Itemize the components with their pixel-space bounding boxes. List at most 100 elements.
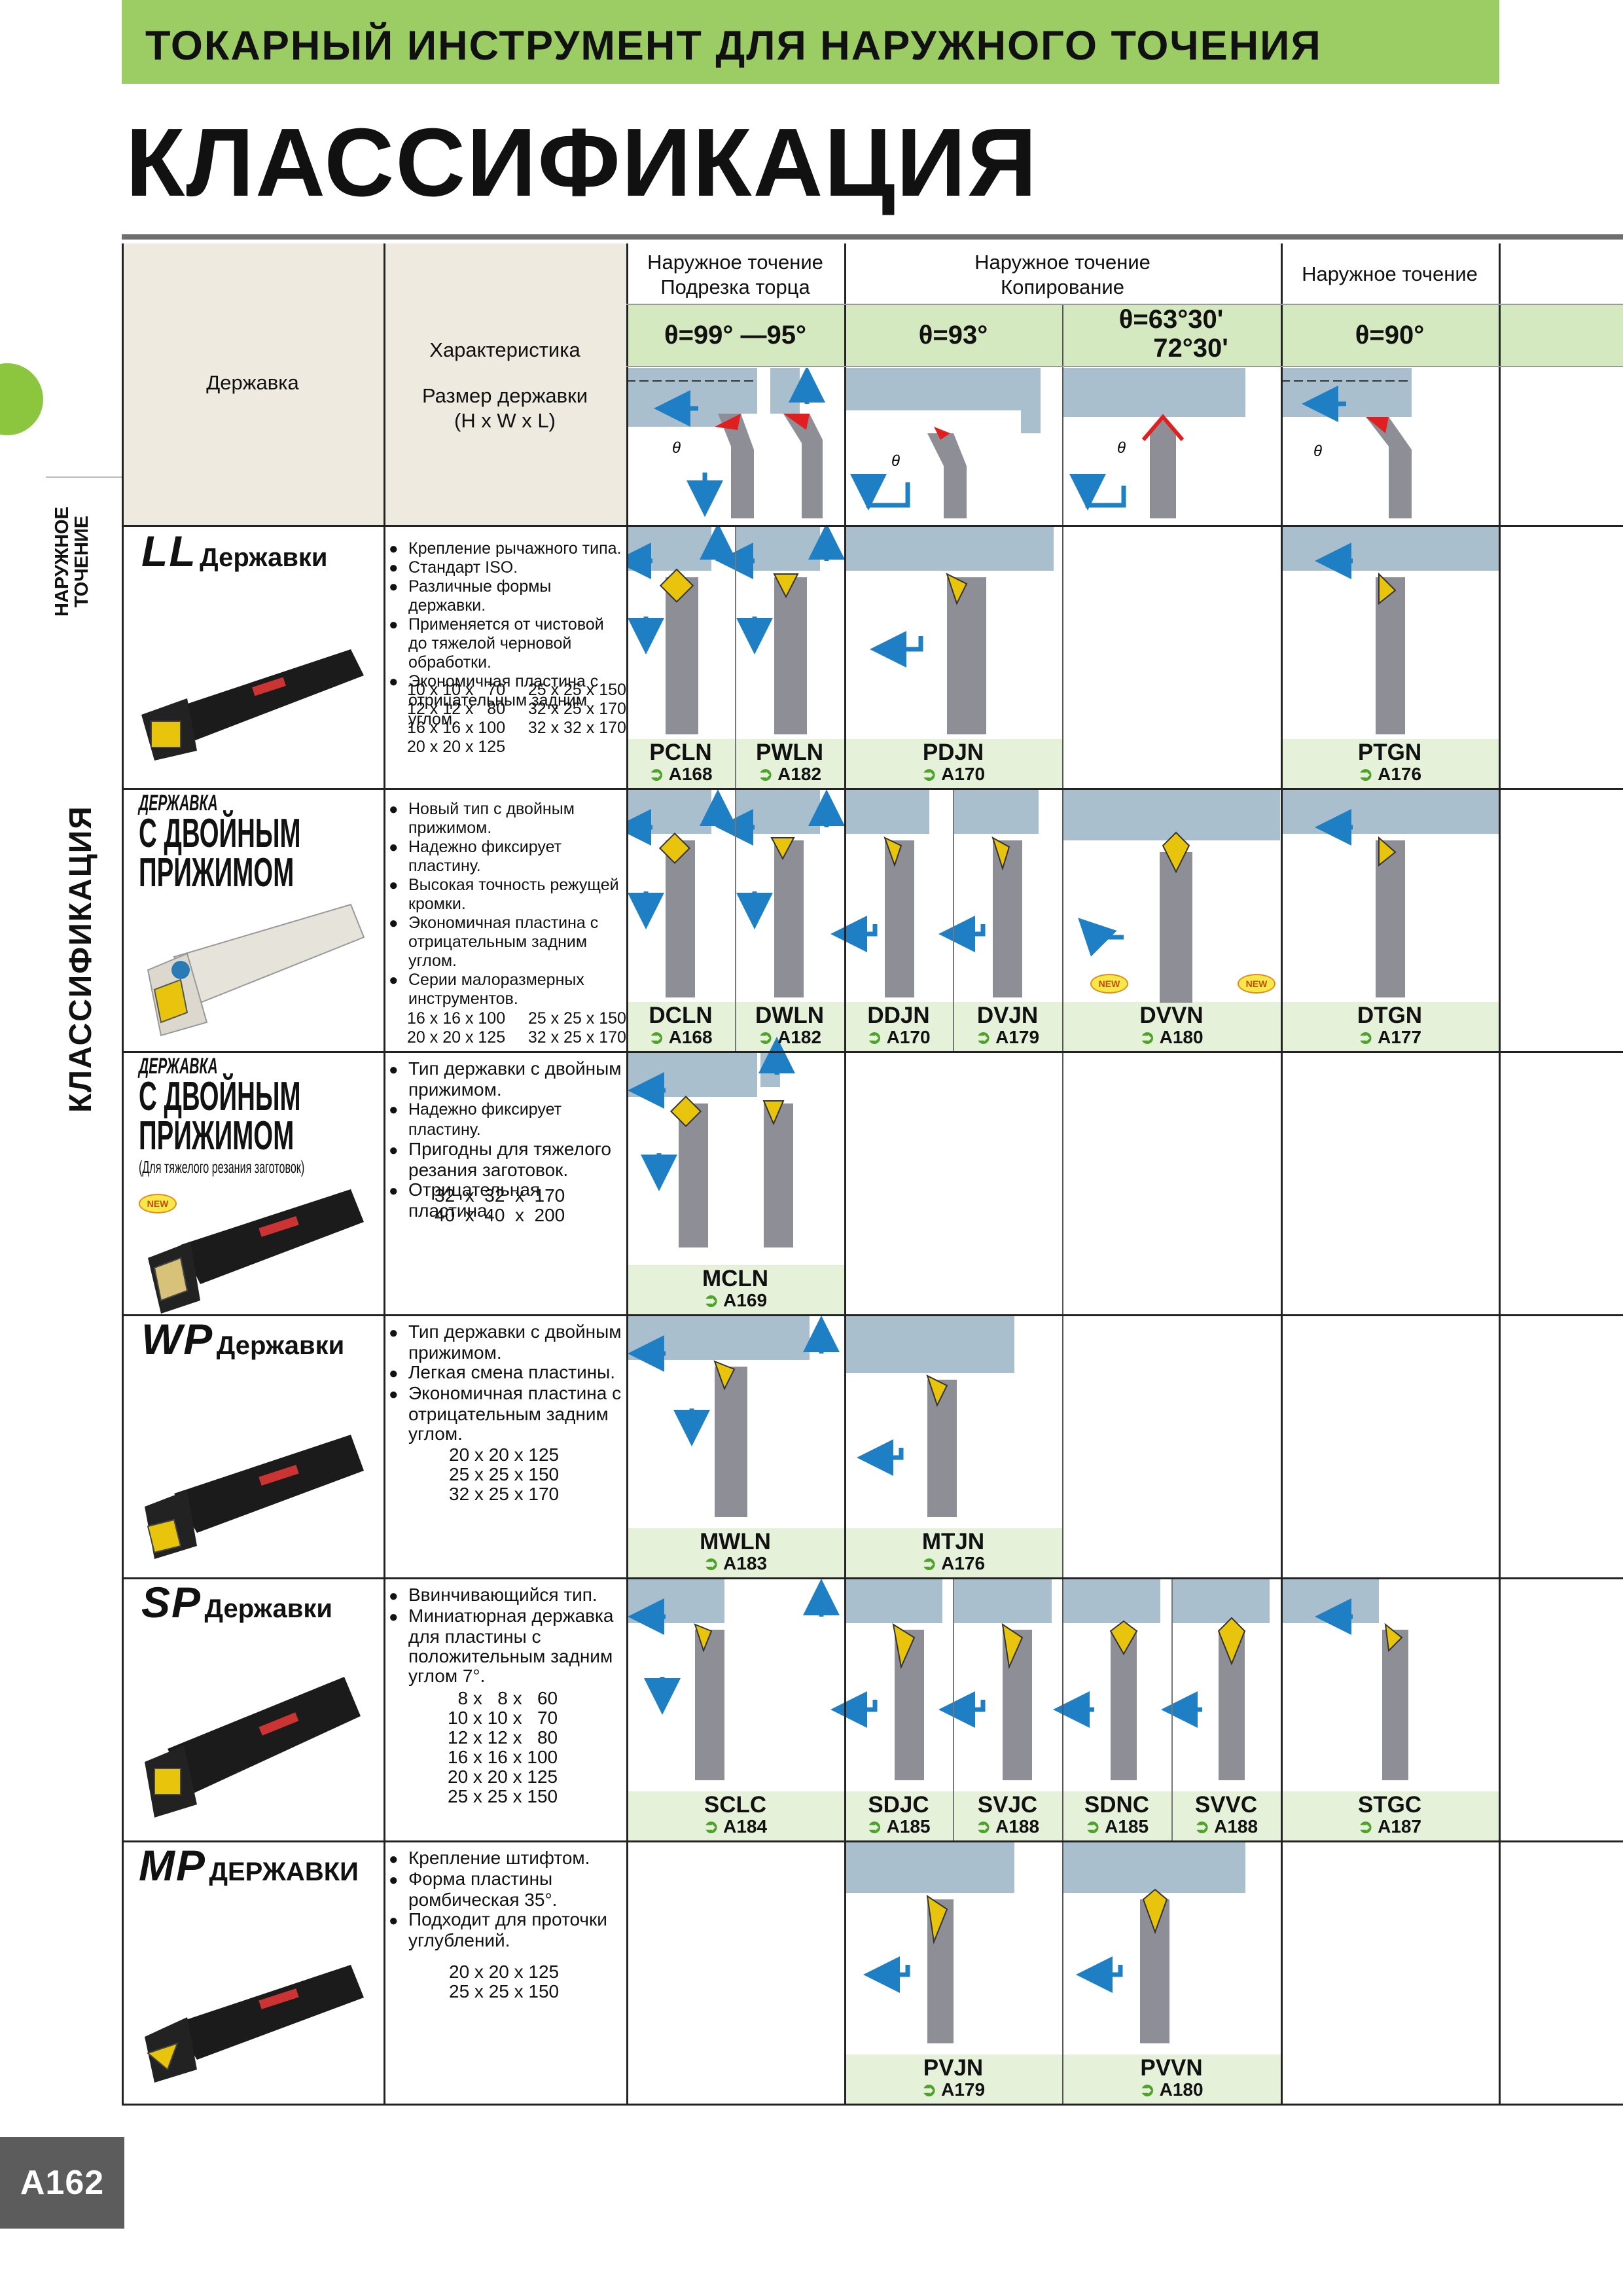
row-wp-label: Державки [216,1331,345,1360]
tool-diagrams [626,525,1499,2043]
ref-ptgn[interactable]: ➲ A176 [1281,764,1499,784]
ref-sclc[interactable]: ➲ A184 [626,1817,844,1837]
ref-svvc[interactable]: ➲ A188 [1171,1817,1281,1837]
ref-dvvn[interactable]: ➲ A180 [1062,1028,1281,1047]
ref-dvjn[interactable]: ➲ A179 [953,1028,1062,1047]
ref-pvjn[interactable]: ➲ A179 [844,2080,1062,2100]
row-ll-features: Крепление рычажного типа. Стандарт ISO. … [389,539,624,729]
theta-mark-3: θ [1117,439,1126,457]
ref-page: A182 [777,764,822,784]
ref-mcln[interactable]: ➲ A169 [626,1291,844,1310]
ll-holder-photo [141,649,364,761]
ref-arrow-icon: ➲ [975,1027,991,1047]
group-copying-line2: Копирование [1001,276,1124,298]
angle-63: θ=63°30' [1118,305,1224,334]
new-badge-dvjn: NEW [1090,974,1128,994]
new-badge-heavy: NEW [139,1194,177,1213]
classification-table: Державка Характеристика Размер державки … [122,243,1623,2109]
row-sp-label: Державки [204,1594,332,1623]
row6-features: Крепление штифтом. Форма пластины ромбич… [389,1848,624,1950]
ref-dcln[interactable]: ➲ A168 [626,1028,735,1047]
row4-sizes: 20 x 20 x 125 25 x 25 x 150 32 x 25 x 17… [449,1444,560,1504]
row-ll-series: LL [141,527,197,575]
ref-pvvn[interactable]: ➲ A180 [1062,2080,1281,2100]
ref-arrow-icon: ➲ [649,764,664,784]
ref-page: A184 [723,1816,768,1837]
grid-h [122,1051,1623,1053]
ref-dtgn[interactable]: ➲ A177 [1281,1028,1499,1047]
row2-name-line2: С ДВОЙНЫМ [139,811,301,856]
group-facing-line2: Подрезка торца [660,276,810,298]
ref-arrow-icon: ➲ [1357,1816,1374,1837]
ll-feature: Различные формы державки. [389,577,624,615]
header-diagrams: θ θ θ θ [626,368,1412,518]
row3-name-line2: С ДВОЙНЫМ [139,1074,301,1119]
ref-pcln[interactable]: ➲ A168 [626,764,735,784]
ref-ddjn[interactable]: ➲ A170 [844,1028,953,1047]
ref-stgc[interactable]: ➲ A187 [1281,1817,1499,1837]
ref-page: A185 [886,1816,931,1837]
grid-v-thin [735,788,736,1051]
ref-pwln[interactable]: ➲ A182 [735,764,844,784]
code-dvvn: DVVN [1139,1003,1204,1028]
ref-svjc[interactable]: ➲ A188 [953,1817,1062,1837]
row3-name-note: (Для тяжелого резания заготовок) [139,1157,305,1177]
ref-page: A176 [941,1553,986,1573]
header-banner: ТОКАРНЫЙ ИНСТРУМЕНТ ДЛЯ НАРУЖНОГО ТОЧЕНИ… [122,0,1499,84]
code-sclc: SCLC [704,1792,767,1818]
code-svvc: SVVC [1194,1792,1258,1818]
header-group-facing: Наружное точение Подрезка торца [626,250,844,300]
row5-sizes: 8 x 8 x 60 10 x 10 x 70 12 x 12 x 80 16 … [448,1688,558,1806]
code-pvjn: PVJN [923,2055,984,2081]
row-mp-label: ДЕРЖАВКИ [209,1857,359,1886]
header-left-bg [122,243,626,525]
grid-h-thin [626,304,1623,305]
ref-pdjn[interactable]: ➲ A170 [844,764,1062,784]
row-mp-series: MP [139,1841,206,1890]
ref-sdjc[interactable]: ➲ A185 [844,1817,953,1837]
row2-feature: Новый тип с двойным прижимом. [389,800,624,838]
ll-feature: Экономичная пластина с отрицательным зад… [389,672,624,729]
ref-arrow-icon: ➲ [866,1027,882,1047]
row-ll-sizes: 10 x 10 x 70 25 x 25 x 150 12 x 12 x 80 … [407,681,626,756]
code-ddjn: DDJN [867,1003,930,1028]
row5-feature: Миниатюрная державка для пластины с поло… [389,1606,624,1686]
ref-dwln[interactable]: ➲ A182 [735,1028,844,1047]
ref-mwln[interactable]: ➲ A183 [626,1554,844,1573]
ref-page: A168 [668,1027,713,1047]
code-mcln: MCLN [702,1266,769,1291]
theta-mark-1: θ [672,439,681,457]
ref-mtjn[interactable]: ➲ A176 [844,1554,1062,1573]
header-group-turning: Наружное точение [1302,262,1478,285]
grid-v-thin [735,525,736,788]
grid-h [122,1577,1623,1579]
row4-features: Тип державки с двойным прижимом. Легкая … [389,1322,624,1444]
row3-feature: Отрицательная пластина. [389,1180,624,1221]
ref-arrow-icon: ➲ [921,2079,937,2100]
ref-page: A169 [723,1290,768,1310]
ref-page: A188 [995,1816,1040,1837]
ref-arrow-icon: ➲ [1357,764,1374,784]
grid-v [1281,243,1283,2106]
wp-holder-photo [145,1435,364,1559]
ref-arrow-icon: ➲ [703,1290,719,1310]
code-mwln: MWLN [700,1529,771,1554]
angle-93: θ=93° [918,321,988,350]
ref-arrow-icon: ➲ [1194,1816,1210,1837]
banner-title: ТОКАРНЫЙ ИНСТРУМЕНТ ДЛЯ НАРУЖНОГО ТОЧЕНИ… [145,23,1322,69]
code-mtjn: MTJN [921,1529,985,1554]
row4-feature: Экономичная пластина с отрицательным зад… [389,1384,624,1444]
heavy-holder-photo [148,1189,364,1314]
angle-72: 72°30' [1153,334,1228,363]
row2-feature: Экономичная пластина с отрицательным зад… [389,914,624,971]
group-copying-line1: Наружное точение [974,251,1150,274]
row3-features: Тип державки с двойным прижимом. Надежно… [389,1059,624,1221]
row3-feature: Пригодны для тяжелого резания заготовок. [389,1139,624,1180]
ref-arrow-icon: ➲ [757,1027,774,1047]
row3-name-line1: ДЕРЖАВКА [139,1054,218,1079]
side-label-line1: НАРУЖНОЕ [52,507,73,617]
grid-h [122,2104,1623,2106]
header-characteristic: Характеристика [429,338,580,361]
grid-v [1062,304,1063,2106]
ref-sdnc[interactable]: ➲ A185 [1062,1817,1171,1837]
